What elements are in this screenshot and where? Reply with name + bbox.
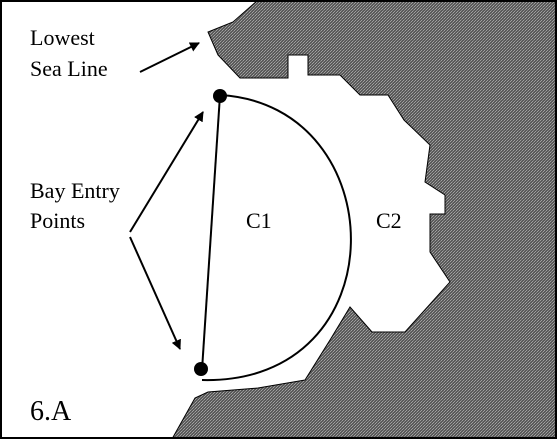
bay-entry-point-top	[213, 89, 227, 103]
lowest-sea-line-label-line1: Lowest	[30, 25, 95, 50]
sea-line-arrow	[139, 42, 200, 73]
land-mass	[171, 0, 557, 439]
lowest-sea-line-label-line2: Sea Line	[30, 56, 108, 81]
c2-label: C2	[376, 208, 402, 233]
bay-arc	[201, 94, 352, 382]
figure-label: 6.A	[30, 396, 72, 427]
bay-entry-points-label-line2: Points	[30, 208, 85, 233]
entry-arrow-bottom	[129, 236, 181, 350]
entry-arrow-top	[129, 111, 204, 233]
bay-entry-points-label-line1: Bay Entry	[30, 178, 120, 203]
bay-entry-point-bottom	[194, 362, 208, 376]
bay-closing-line	[201, 94, 221, 371]
c1-label: C1	[246, 208, 272, 233]
